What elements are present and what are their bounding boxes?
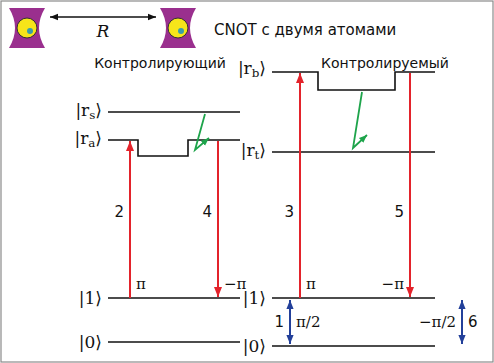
interaction-arrow <box>353 92 367 148</box>
pulse-area: π/2 <box>296 314 320 331</box>
interaction-arrow <box>195 114 209 150</box>
state-label: |rs⟩ <box>75 101 102 120</box>
atom-heading: Контролирующий <box>94 56 226 71</box>
optical-tweezer <box>160 8 196 48</box>
step-number: 4 <box>202 204 212 221</box>
step-number: 6 <box>468 314 478 331</box>
atom <box>17 18 37 38</box>
energy-level <box>108 341 240 343</box>
energy-level <box>272 297 435 299</box>
pulse-arrow <box>409 73 411 297</box>
nucleus-dot <box>178 28 184 34</box>
step-number: 5 <box>394 204 404 221</box>
state-label: |0⟩ <box>243 337 266 356</box>
step-number: 3 <box>284 204 294 221</box>
pulse-area: −π/2 <box>419 314 456 331</box>
state-label: |1⟩ <box>79 289 102 308</box>
nucleus-dot <box>27 28 33 34</box>
pulse-area: π <box>306 276 316 293</box>
step-number: 2 <box>114 204 124 221</box>
diagram-title: CNOT с двумя атомами <box>214 22 396 39</box>
state-label: |rb⟩ <box>238 59 266 78</box>
pulse-arrow <box>217 141 219 297</box>
step-number: 1 <box>274 314 284 331</box>
state-label: |rt⟩ <box>241 141 266 160</box>
pulse-area: π <box>136 276 146 293</box>
energy-level <box>108 297 240 299</box>
distance-label: R <box>97 22 110 41</box>
atom-heading: Контролируемый <box>321 56 449 71</box>
rotation-arrow <box>289 300 291 344</box>
state-label: |0⟩ <box>79 333 102 352</box>
rotation-arrow <box>461 300 463 344</box>
pulse-arrow <box>129 141 131 298</box>
optical-tweezer <box>9 8 45 48</box>
energy-level <box>272 345 435 347</box>
state-label: |1⟩ <box>243 289 266 308</box>
atom <box>168 18 188 38</box>
state-label: |ra⟩ <box>74 129 102 148</box>
distance-arrow <box>50 16 156 17</box>
shifted-energy-level <box>108 140 240 156</box>
pulse-area: −π <box>382 276 404 293</box>
pulse-arrow <box>299 73 301 298</box>
energy-level <box>108 111 240 113</box>
